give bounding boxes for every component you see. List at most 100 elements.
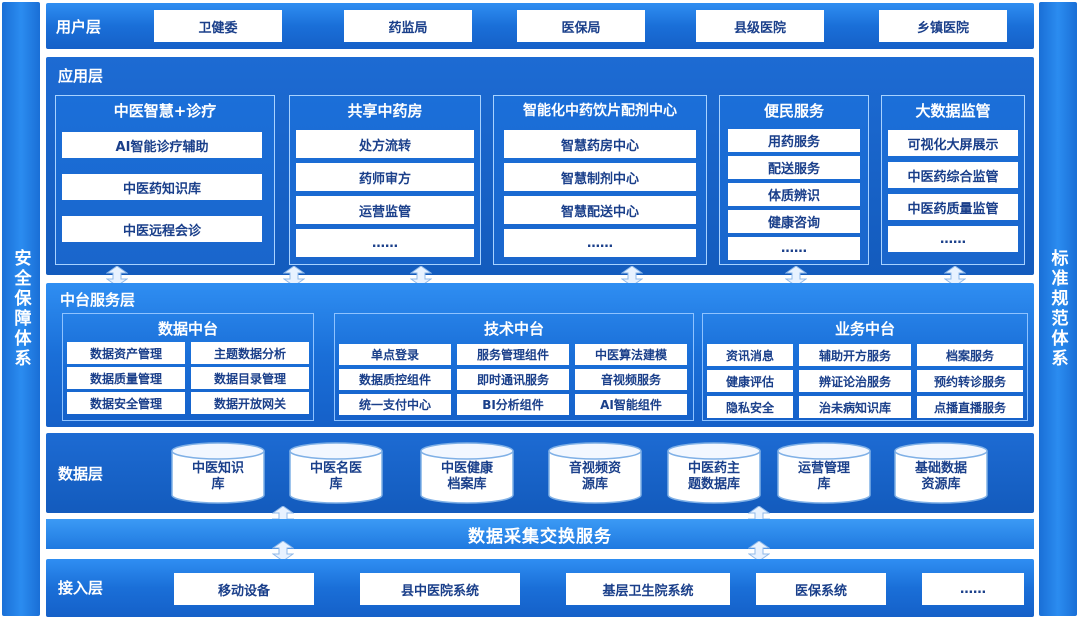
db-label-line: 库 bbox=[329, 477, 343, 492]
database-cylinder: 中医药主 题数据库 bbox=[666, 441, 762, 505]
panel-item: 药师审方 bbox=[296, 163, 474, 191]
panel-title: 智能化中药饮片配剂中心 bbox=[523, 103, 677, 119]
database-icon bbox=[289, 442, 383, 504]
db-label-line: 中医药主 bbox=[687, 461, 740, 476]
updown-arrow-icon bbox=[272, 541, 294, 561]
panel-item: 用药服务 bbox=[728, 129, 860, 152]
access-layer: 接入层 移动设备 县中医院系统 基层卫生院系统 医保系统 …… bbox=[46, 559, 1034, 617]
database-icon bbox=[548, 442, 642, 504]
panel-item: 运营监管 bbox=[296, 196, 474, 224]
service-item: 数据安全管理 bbox=[67, 392, 185, 414]
access-item: …… bbox=[922, 573, 1024, 605]
panel-item: 智慧配送中心 bbox=[504, 196, 696, 224]
security-system-bar: 安全保障体系 bbox=[2, 2, 40, 616]
service-item: 数据质控组件 bbox=[339, 369, 451, 390]
service-item: 数据目录管理 bbox=[191, 367, 309, 389]
panel-convenience-services: 便民服务 用药服务 配送服务 体质辨识 健康咨询 …… bbox=[719, 95, 869, 265]
user-item: 医保局 bbox=[517, 10, 645, 42]
panel-smart-diagnosis: 中医智慧+诊疗 AI智能诊疗辅助 中医药知识库 中医远程会诊 bbox=[55, 95, 275, 265]
updown-arrow-icon bbox=[283, 266, 305, 286]
data-exchange-service-label: 数据采集交换服务 bbox=[468, 526, 612, 547]
group-title: 技术中台 bbox=[483, 320, 544, 338]
panel-item: …… bbox=[296, 229, 474, 257]
database-cylinder: 中医名医 库 bbox=[288, 441, 384, 505]
panel-title: 便民服务 bbox=[763, 102, 824, 120]
service-item: 点播直播服务 bbox=[917, 396, 1023, 418]
service-item: 中医算法建模 bbox=[575, 344, 687, 365]
panel-item: 中医药知识库 bbox=[62, 174, 262, 200]
access-item: 移动设备 bbox=[174, 573, 314, 605]
user-item: 卫健委 bbox=[154, 10, 282, 42]
service-item: 单点登录 bbox=[339, 344, 451, 365]
db-label-line: 中医健康 bbox=[440, 461, 493, 476]
database-icon bbox=[420, 442, 514, 504]
db-label-line: 题数据库 bbox=[687, 477, 740, 492]
standards-system-bar: 标准规范体系 bbox=[1039, 2, 1077, 616]
panel-herbal-center: 智能化中药饮片配剂中心 智慧药房中心 智慧制剂中心 智慧配送中心 …… bbox=[493, 95, 707, 265]
service-item: 主题数据分析 bbox=[191, 342, 309, 364]
updown-arrow-icon bbox=[785, 266, 807, 286]
standards-system-label: 标准规范体系 bbox=[1047, 249, 1068, 369]
panel-item: 配送服务 bbox=[728, 156, 860, 179]
panel-item: …… bbox=[504, 229, 696, 257]
panel-item: 中医药质量监管 bbox=[888, 194, 1018, 220]
access-layer-title: 接入层 bbox=[58, 579, 104, 597]
service-item: 即时通讯服务 bbox=[457, 369, 569, 390]
database-icon bbox=[894, 442, 988, 504]
data-exchange-service-bar: 数据采集交换服务 bbox=[46, 519, 1034, 549]
business-middle-platform: 业务中台 资讯消息 辅助开方服务 档案服务 健康评估 辨证论治服务 预约转诊服务… bbox=[702, 313, 1028, 421]
service-item: 数据质量管理 bbox=[67, 367, 185, 389]
updown-arrow-icon bbox=[621, 266, 643, 286]
panel-title: 大数据监管 bbox=[915, 102, 991, 120]
user-item: 乡镇医院 bbox=[879, 10, 1007, 42]
security-system-label: 安全保障体系 bbox=[10, 249, 31, 369]
service-item: 服务管理组件 bbox=[457, 344, 569, 365]
access-item: 医保系统 bbox=[756, 573, 886, 605]
user-item: 药监局 bbox=[344, 10, 472, 42]
db-label-line: 资源库 bbox=[921, 477, 961, 492]
db-label-line: 音视频资 bbox=[568, 461, 621, 476]
service-item: BI分析组件 bbox=[457, 394, 569, 415]
panel-item: 体质辨识 bbox=[728, 183, 860, 206]
data-layer-title: 数据层 bbox=[58, 465, 104, 483]
panel-item: 中医远程会诊 bbox=[62, 216, 262, 242]
db-label-line: 源库 bbox=[581, 477, 608, 492]
database-cylinder: 运营管理 库 bbox=[776, 441, 872, 505]
panel-item: 中医药综合监管 bbox=[888, 162, 1018, 188]
updown-arrow-icon bbox=[106, 266, 128, 286]
app-layer: 应用层 中医智慧+诊疗 AI智能诊疗辅助 中医药知识库 中医远程会诊 共享中药房… bbox=[46, 57, 1034, 275]
service-item: 健康评估 bbox=[707, 370, 793, 392]
database-cylinder: 基础数据 资源库 bbox=[893, 441, 989, 505]
group-title: 数据中台 bbox=[157, 320, 218, 338]
db-label-line: 中医名医 bbox=[309, 461, 362, 476]
panel-big-data-supervision: 大数据监管 可视化大屏展示 中医药综合监管 中医药质量监管 …… bbox=[881, 95, 1025, 265]
panel-item: 健康咨询 bbox=[728, 210, 860, 233]
service-item: 辅助开方服务 bbox=[799, 344, 911, 366]
panel-shared-pharmacy: 共享中药房 处方流转 药师审方 运营监管 …… bbox=[289, 95, 481, 265]
service-item: 档案服务 bbox=[917, 344, 1023, 366]
panel-item: 智慧制剂中心 bbox=[504, 163, 696, 191]
panel-title: 共享中药房 bbox=[347, 102, 423, 120]
db-label-line: 运营管理 bbox=[797, 461, 850, 476]
db-label-line: 库 bbox=[211, 477, 225, 492]
service-item: 数据开放网关 bbox=[191, 392, 309, 414]
updown-arrow-icon bbox=[944, 266, 966, 286]
database-icon bbox=[777, 442, 871, 504]
panel-item: …… bbox=[728, 237, 860, 260]
database-cylinder: 中医健康 档案库 bbox=[419, 441, 515, 505]
service-item: 辨证论治服务 bbox=[799, 370, 911, 392]
panel-item: AI智能诊疗辅助 bbox=[62, 132, 262, 158]
user-layer: 用户层 卫健委 药监局 医保局 县级医院 乡镇医院 bbox=[46, 3, 1034, 49]
group-title: 业务中台 bbox=[834, 320, 895, 338]
panel-title: 中医智慧+诊疗 bbox=[113, 102, 217, 120]
updown-arrow-icon bbox=[748, 541, 770, 561]
panel-item: 处方流转 bbox=[296, 130, 474, 158]
access-item: 县中医院系统 bbox=[360, 573, 520, 605]
service-item: 音视频服务 bbox=[575, 369, 687, 390]
db-label-line: 档案库 bbox=[447, 477, 487, 492]
data-middle-platform: 数据中台 数据资产管理 主题数据分析 数据质量管理 数据目录管理 数据安全管理 … bbox=[62, 313, 314, 421]
user-layer-title: 用户层 bbox=[56, 18, 102, 36]
service-item: 统一支付中心 bbox=[339, 394, 451, 415]
service-item: AI智能组件 bbox=[575, 394, 687, 415]
panel-item: …… bbox=[888, 226, 1018, 252]
